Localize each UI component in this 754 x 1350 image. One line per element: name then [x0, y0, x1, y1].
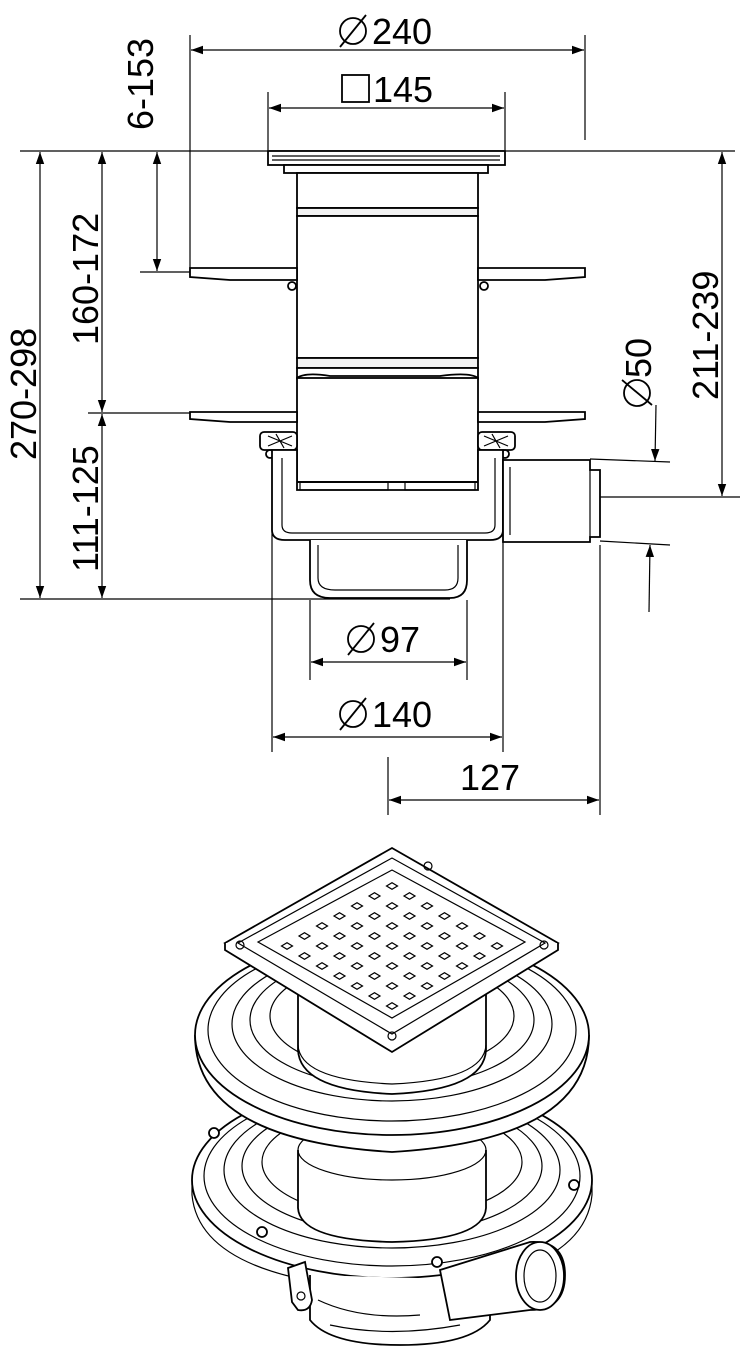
grate-slot	[367, 912, 382, 920]
grate-slot	[402, 972, 417, 980]
grate-slot	[367, 892, 382, 900]
grate-slot	[350, 962, 364, 970]
grate-slot	[367, 932, 382, 940]
dim-145-text: 145	[373, 69, 433, 110]
grate-slot	[280, 942, 294, 950]
grate-slot	[402, 992, 417, 1000]
grate-top	[267, 150, 506, 174]
dim-140-text: 140	[372, 694, 432, 735]
grate-slot	[332, 912, 347, 920]
grate-slot	[367, 992, 382, 1000]
dim-270-298-text: 270-298	[3, 328, 44, 460]
grate-slot	[297, 952, 312, 960]
iso-lower-tube	[297, 1119, 487, 1243]
grate-slot	[332, 952, 347, 960]
diameter-50-label: 50	[618, 338, 659, 407]
diameter-240-label: 240	[339, 11, 432, 52]
grate-slot	[385, 942, 399, 950]
drain-body	[271, 449, 601, 599]
grate-slot	[350, 902, 364, 910]
grate-slot	[455, 962, 469, 970]
grate-slot-pattern	[280, 882, 504, 1010]
grate-slot	[350, 922, 364, 930]
grate-slot	[420, 902, 434, 910]
grate-slot	[385, 922, 399, 930]
grate-slot	[472, 932, 487, 940]
dim-97-text: 97	[380, 619, 420, 660]
isometric-view	[191, 846, 593, 1346]
upper-flange	[189, 267, 586, 291]
grate-slot	[437, 912, 452, 920]
dim-240-text: 240	[372, 11, 432, 52]
dim-127-text: 127	[460, 757, 520, 798]
grate-slot	[315, 962, 329, 970]
grate-slot	[420, 962, 434, 970]
grate-slot	[402, 952, 417, 960]
diameter-97-label: 97	[347, 619, 420, 660]
dim-111-125-text: 111-125	[65, 445, 106, 572]
grate-slot	[332, 932, 347, 940]
side-view: 240 145 6-153 160-172 270-298 111-125 21…	[3, 11, 740, 815]
square-145-label: 145	[341, 69, 433, 110]
dimension-labels: 240 145 6-153 160-172 270-298 111-125 21…	[3, 11, 726, 798]
dim-50-text: 50	[618, 338, 659, 378]
grate-slot	[437, 972, 452, 980]
grate-slot	[437, 952, 452, 960]
grate-slot	[455, 922, 469, 930]
grate-slot	[350, 982, 364, 990]
grate-slot	[402, 932, 417, 940]
grate-slot	[332, 972, 347, 980]
grate-slot	[315, 942, 329, 950]
grate-slot	[420, 922, 434, 930]
grate-slot	[385, 962, 399, 970]
grate-slot	[385, 902, 399, 910]
lower-flange	[189, 411, 586, 423]
dim-211-239-text: 211-239	[685, 271, 726, 400]
grate-slot	[455, 942, 469, 950]
dim-6-153-text: 6-153	[120, 38, 161, 130]
grate-slot	[367, 952, 382, 960]
grate-slot	[420, 982, 434, 990]
grate-slot	[297, 932, 312, 940]
dimension-lines	[35, 45, 727, 805]
grate-slot	[350, 942, 364, 950]
dim-160-172-text: 160-172	[65, 213, 106, 345]
upper-tube	[296, 172, 479, 483]
grate-slot	[385, 982, 399, 990]
grate-slot	[367, 972, 382, 980]
grate-slot	[385, 882, 399, 890]
grate-slot	[437, 932, 452, 940]
grate-slot	[490, 942, 504, 950]
grate-slot	[402, 912, 417, 920]
grate-slot	[402, 892, 417, 900]
grate-slot	[420, 942, 434, 950]
iso-grate	[223, 846, 560, 1054]
diameter-140-label: 140	[339, 694, 432, 735]
iso-drain-body	[287, 1241, 566, 1346]
grate-slot	[385, 1002, 399, 1010]
grate-slot	[472, 952, 487, 960]
grate-slot	[315, 922, 329, 930]
